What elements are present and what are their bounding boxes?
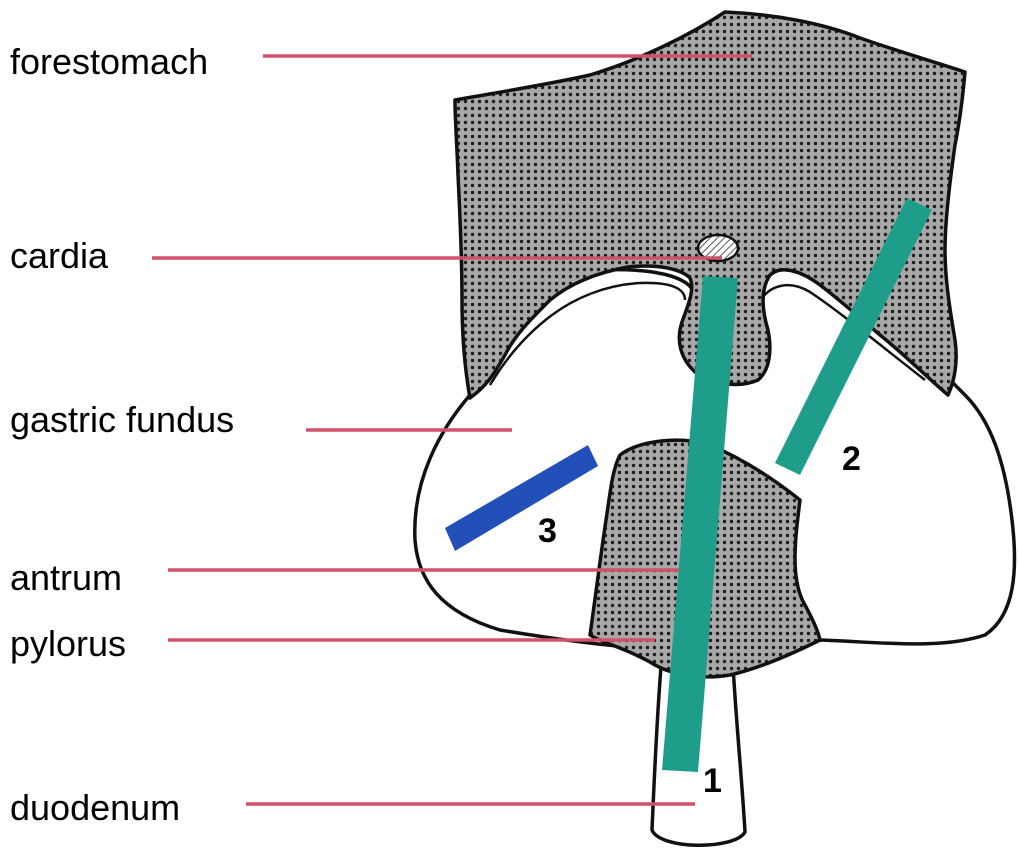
marker-label-3: 3 (538, 512, 557, 550)
label-cardia: cardia (10, 235, 109, 276)
label-duodenum: duodenum (10, 787, 180, 828)
label-forestomach: forestomach (10, 41, 208, 82)
marker-label-2: 2 (842, 440, 861, 478)
label-gastric-fundus: gastric fundus (10, 399, 234, 440)
label-antrum: antrum (10, 557, 122, 598)
marker-label-1: 1 (703, 762, 722, 800)
label-pylorus: pylorus (10, 623, 126, 664)
